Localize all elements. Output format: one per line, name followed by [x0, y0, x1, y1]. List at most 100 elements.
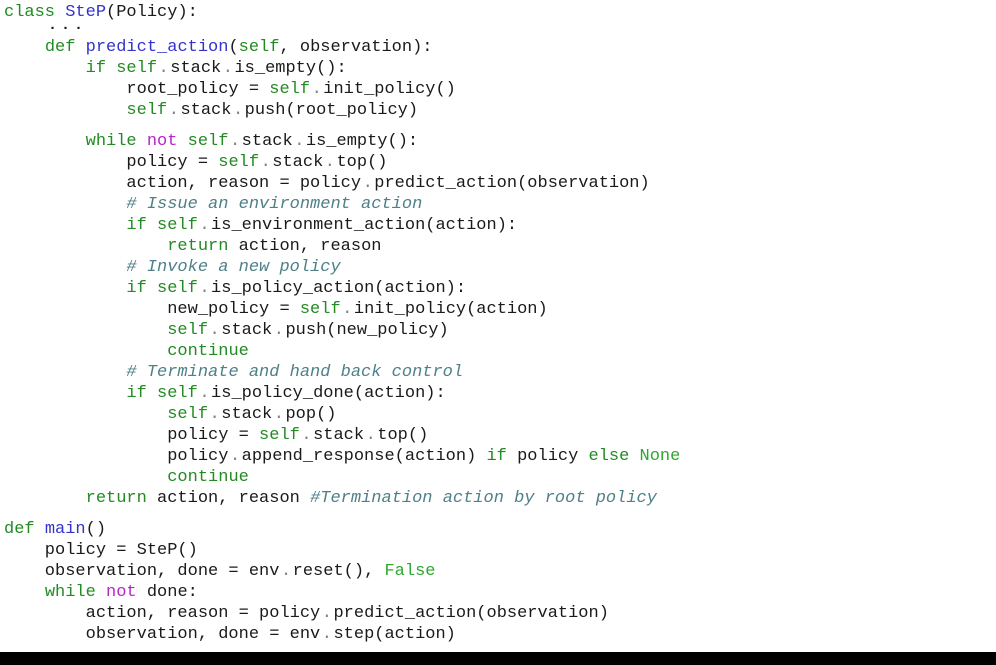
- code-token: is_policy_done(action):: [211, 384, 446, 403]
- code-token: [4, 342, 167, 361]
- code-token: [4, 405, 167, 424]
- code-line: self.stack.pop(): [4, 404, 996, 425]
- code-line: def main(): [4, 519, 996, 540]
- code-line: root_policy = self.init_policy(): [4, 79, 996, 100]
- code-token: reset(),: [292, 562, 385, 581]
- code-token: return: [85, 489, 147, 508]
- code-token: if: [85, 59, 107, 78]
- code-token: done:: [136, 583, 198, 602]
- code-line: self.stack.push(root_policy): [4, 100, 996, 121]
- code-token: [75, 38, 85, 57]
- blank-line: [4, 509, 996, 519]
- code-line: continue: [4, 467, 996, 488]
- code-token: .: [209, 405, 220, 424]
- code-token: is_empty():: [305, 132, 419, 151]
- code-line: continue: [4, 341, 996, 362]
- code-token: class: [4, 3, 56, 22]
- code-token: .: [342, 300, 353, 319]
- code-token: [4, 279, 126, 298]
- code-line: new_policy = self.init_policy(action): [4, 299, 996, 320]
- code-token: main: [44, 520, 86, 539]
- code-token: self: [269, 80, 311, 99]
- code-token: stack: [272, 153, 324, 172]
- code-token: .: [199, 384, 210, 403]
- code-token: [4, 468, 167, 487]
- code-token: # Issue an environment action: [126, 195, 423, 214]
- code-token: #Termination action by root policy: [310, 489, 657, 508]
- blank-line: [4, 121, 996, 131]
- code-token: .: [229, 447, 241, 466]
- code-token: .: [365, 426, 376, 445]
- code-token: .: [294, 132, 305, 151]
- code-token: while: [85, 132, 137, 151]
- code-token: stack: [241, 132, 293, 151]
- code-token: [4, 321, 167, 340]
- code-token: [177, 132, 187, 151]
- code-token: .: [209, 321, 220, 340]
- code-token: predict_action: [85, 38, 229, 57]
- code-token: policy =: [4, 153, 219, 172]
- code-token: self: [167, 321, 209, 340]
- code-token: if: [126, 384, 147, 403]
- code-token: else: [588, 447, 630, 466]
- code-token: stack: [221, 321, 273, 340]
- code-token: observation, done = env: [4, 562, 280, 581]
- code-token: [4, 132, 86, 151]
- code-line: while not self.stack.is_empty():: [4, 131, 996, 152]
- code-token: [147, 279, 157, 298]
- code-line: return action, reason: [4, 236, 996, 257]
- code-token: init_policy(): [323, 80, 456, 99]
- code-token: [4, 489, 86, 508]
- code-token: [4, 101, 126, 120]
- code-token: None: [639, 447, 681, 466]
- code-line: return action, reason #Termination actio…: [4, 488, 996, 509]
- code-line: if self.is_environment_action(action):: [4, 215, 996, 236]
- code-token: [4, 363, 126, 382]
- code-token: [4, 38, 45, 57]
- code-line: policy = self.stack.top(): [4, 152, 996, 173]
- code-token: self: [157, 279, 198, 298]
- code-token: .: [158, 59, 169, 78]
- code-token: predict_action(observation): [333, 604, 609, 623]
- code-token: is_empty():: [234, 59, 347, 78]
- code-token: continue: [167, 342, 249, 361]
- code-token: .: [280, 562, 292, 581]
- code-token: self: [116, 59, 158, 78]
- code-token: .: [232, 101, 244, 120]
- code-line: action, reason = policy.predict_action(o…: [4, 173, 996, 194]
- code-token: [147, 216, 157, 235]
- code-token: push(root_policy): [244, 101, 419, 120]
- code-token: stack: [221, 405, 273, 424]
- code-token: action, reason: [146, 489, 311, 508]
- code-token: top(): [336, 153, 388, 172]
- code-line: class SteP(Policy):: [4, 2, 996, 23]
- code-token: .: [260, 153, 271, 172]
- code-token: action, reason: [228, 237, 382, 256]
- code-token: root_policy =: [4, 80, 270, 99]
- code-token: [4, 583, 45, 602]
- code-token: new_policy =: [4, 300, 300, 319]
- code-token: return: [167, 237, 229, 256]
- code-token: if: [126, 279, 147, 298]
- code-line: # Terminate and hand back control: [4, 362, 996, 383]
- code-token: [4, 384, 126, 403]
- code-token: (): [85, 520, 107, 539]
- code-token: .: [362, 174, 373, 193]
- code-line: observation, done = env.reset(), False: [4, 561, 996, 582]
- code-token: [4, 237, 167, 256]
- code-token: [106, 59, 116, 78]
- bottom-black-bar: [0, 652, 996, 665]
- code-line: observation, done = env.step(action): [4, 624, 996, 645]
- code-token: if: [126, 216, 147, 235]
- code-token: [629, 447, 639, 466]
- code-token: .: [199, 216, 210, 235]
- code-token: [147, 384, 157, 403]
- code-token: self: [259, 426, 300, 445]
- code-token: def: [44, 38, 76, 57]
- code-line: while not done:: [4, 582, 996, 603]
- code-token: self: [299, 300, 341, 319]
- code-token: .: [311, 80, 322, 99]
- code-token: while: [44, 583, 96, 602]
- code-line: if self.stack.is_empty():: [4, 58, 996, 79]
- code-token: , observation):: [279, 38, 433, 57]
